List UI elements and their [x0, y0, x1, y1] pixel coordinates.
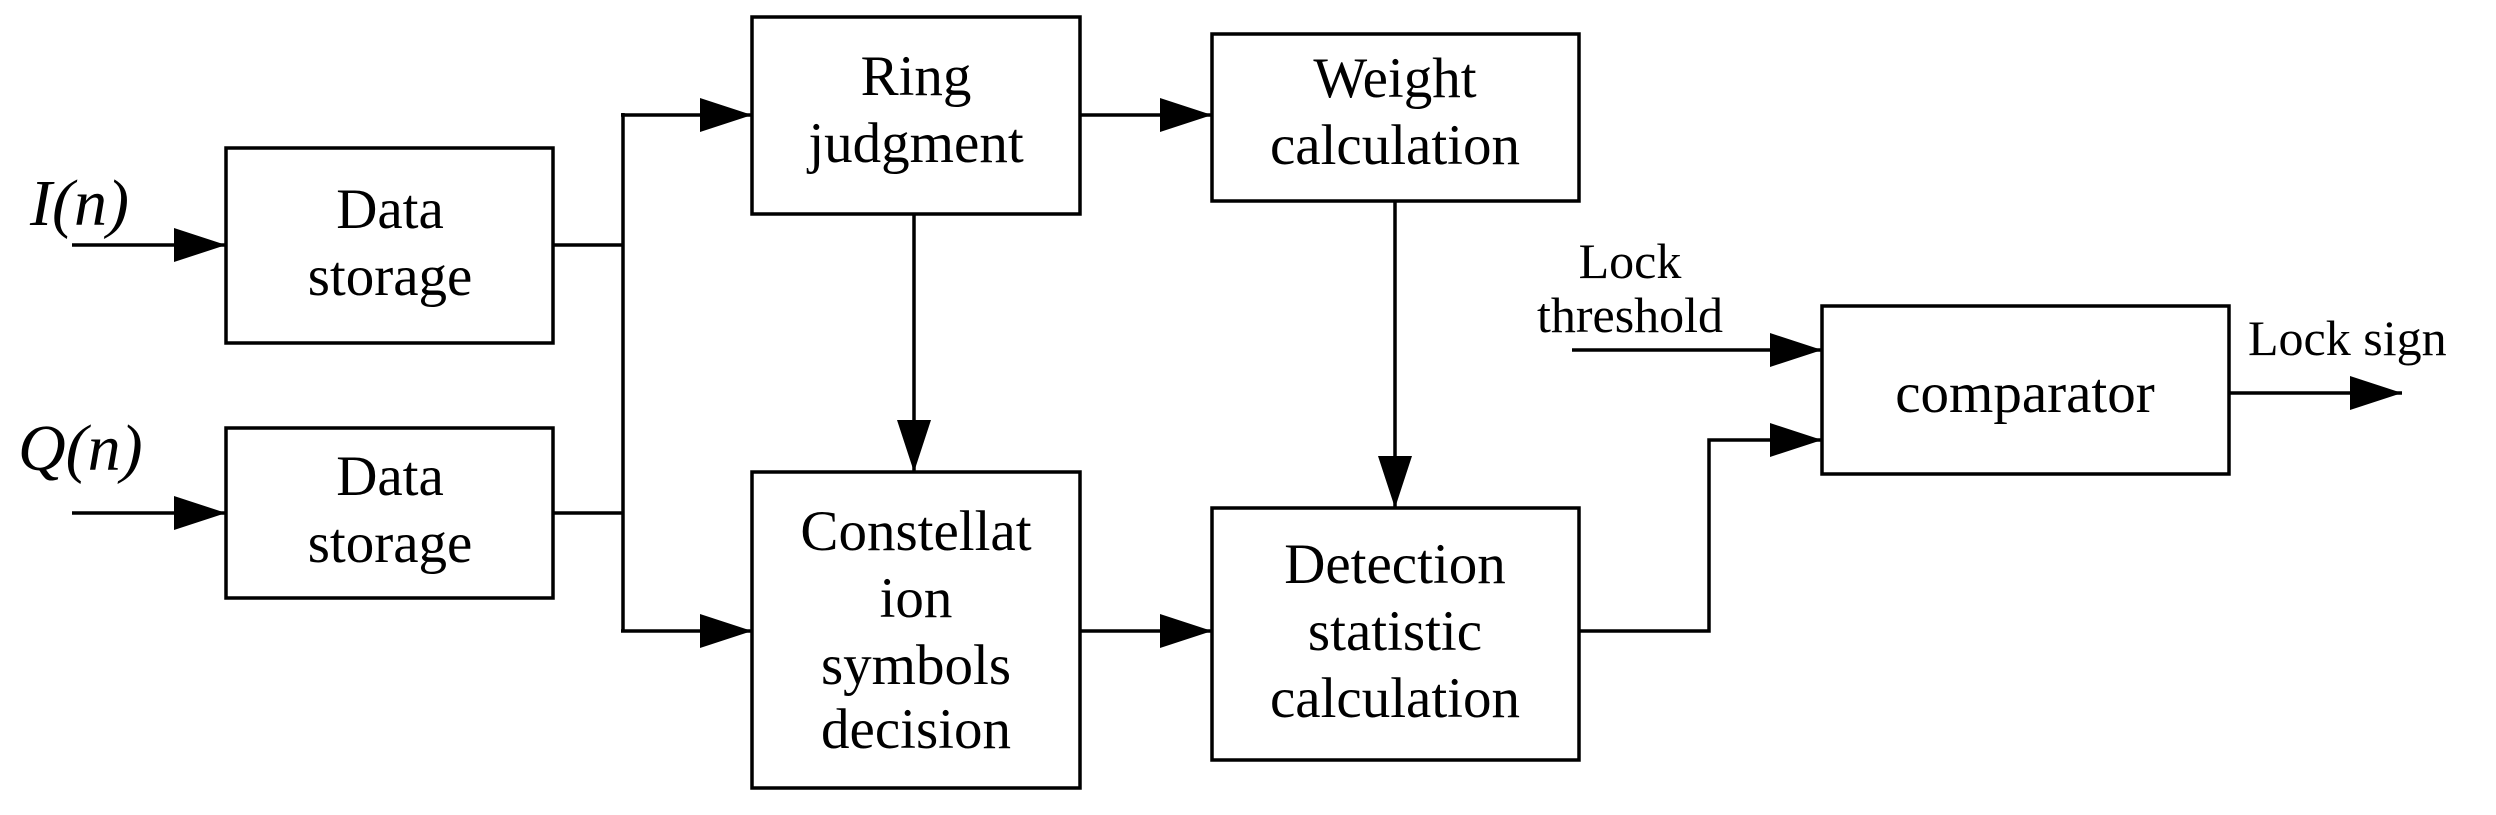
ring-judgment-block: Ring judgment — [750, 15, 1082, 216]
detection-statistic-block: Detection statistic calculation — [1210, 506, 1581, 762]
lock-sign-label: Lock sign — [2248, 310, 2447, 366]
comparator-block: comparator — [1820, 304, 2231, 476]
detection-statistic-line-2: statistic — [1308, 600, 1482, 663]
detection-statistic-line-3: calculation — [1270, 667, 1520, 730]
detection-statistic-line-1: Detection — [1284, 533, 1506, 596]
comparator-line-1: comparator — [1895, 362, 2155, 425]
input-label-i: I(n) — [29, 167, 129, 240]
lock-threshold-label-line-1: Lock — [1579, 233, 1682, 289]
weight-calculation-line-2: calculation — [1270, 114, 1520, 177]
constellation-decision-block: Constellat ion symbols decision — [750, 470, 1082, 790]
constellation-decision-line-2: ion — [880, 567, 953, 630]
input-label-q: Q(n) — [18, 412, 143, 485]
data-storage-i-block: Data storage — [224, 146, 555, 345]
detection-to-comparator-line — [1579, 438, 1773, 633]
data-storage-q-block: Data storage — [224, 426, 555, 600]
constellation-decision-line-1: Constellat — [800, 500, 1031, 563]
constellation-decision-line-3: symbols — [821, 634, 1011, 697]
constellation-decision-line-4: decision — [821, 698, 1011, 761]
lock-threshold-label-line-2: threshold — [1537, 287, 1723, 343]
ring-judgment-line-2: judgment — [806, 112, 1023, 175]
ring-judgment-line-1: Ring — [861, 45, 972, 108]
data-storage-q-line-1: Data — [336, 445, 444, 508]
data-storage-i-line-2: storage — [308, 245, 473, 308]
weight-calculation-block: Weight calculation — [1210, 32, 1581, 203]
data-storage-i-line-1: Data — [336, 178, 444, 241]
data-storage-q-line-2: storage — [308, 512, 473, 575]
weight-calculation-line-1: Weight — [1313, 47, 1476, 110]
